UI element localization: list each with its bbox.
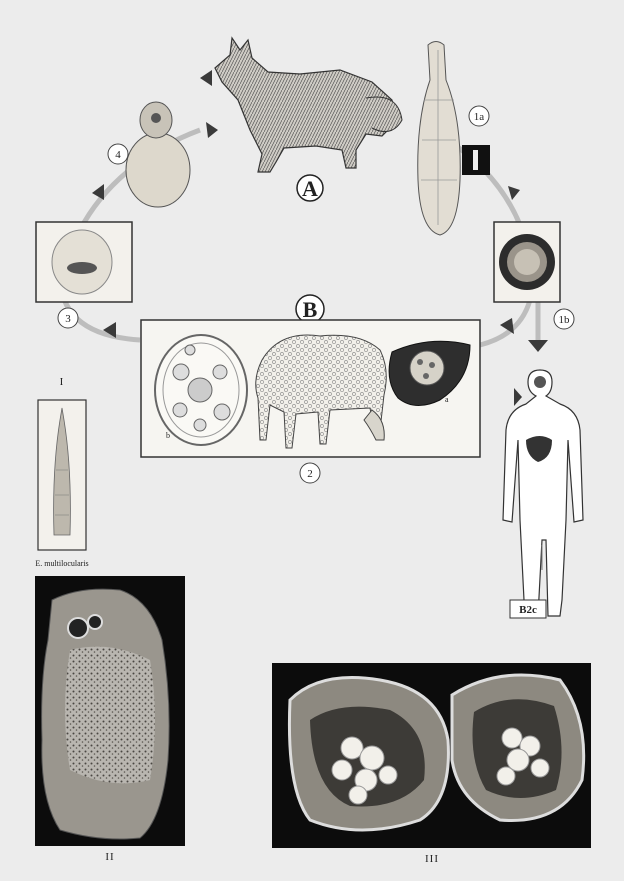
panel-one-caption: E. multilocularis xyxy=(35,559,88,568)
scolex-icon xyxy=(52,230,112,294)
liver-specimen-icon xyxy=(42,589,170,839)
tapeworm-icon xyxy=(418,42,460,236)
stage-egg-label: 1b xyxy=(559,314,571,326)
liver-mark: a xyxy=(445,395,449,404)
arrow-human-head xyxy=(514,388,522,406)
cyst-icon xyxy=(155,335,247,445)
arrow-egg-to-human xyxy=(528,340,548,352)
host-definitive-label: A xyxy=(302,176,318,201)
cyst-wall-mark: b xyxy=(166,431,170,440)
stage-adult-label: 1a xyxy=(474,111,485,123)
protoscolex-icon xyxy=(126,102,190,207)
arrow-adult-to-egg xyxy=(508,186,520,200)
human-silhouette-icon xyxy=(503,370,583,616)
panel-two-label: II xyxy=(105,851,114,863)
arrow-scolex-to-protoscolex xyxy=(92,184,104,200)
panel-one-label: I xyxy=(60,376,65,388)
egg-icon xyxy=(499,234,555,290)
arrow-protoscolex-to-dog xyxy=(206,122,218,138)
panel-three-label: III xyxy=(425,853,439,865)
stage-cyst-label: 2 xyxy=(307,468,313,480)
dog-icon xyxy=(215,38,402,172)
stage-scolex-label: 3 xyxy=(65,313,71,325)
host-intermediate-label: B xyxy=(303,297,318,322)
human-stage-label: B2c xyxy=(519,604,537,616)
stage-protoscolex-label: 4 xyxy=(115,149,121,161)
arrow-to-dog xyxy=(200,70,212,86)
